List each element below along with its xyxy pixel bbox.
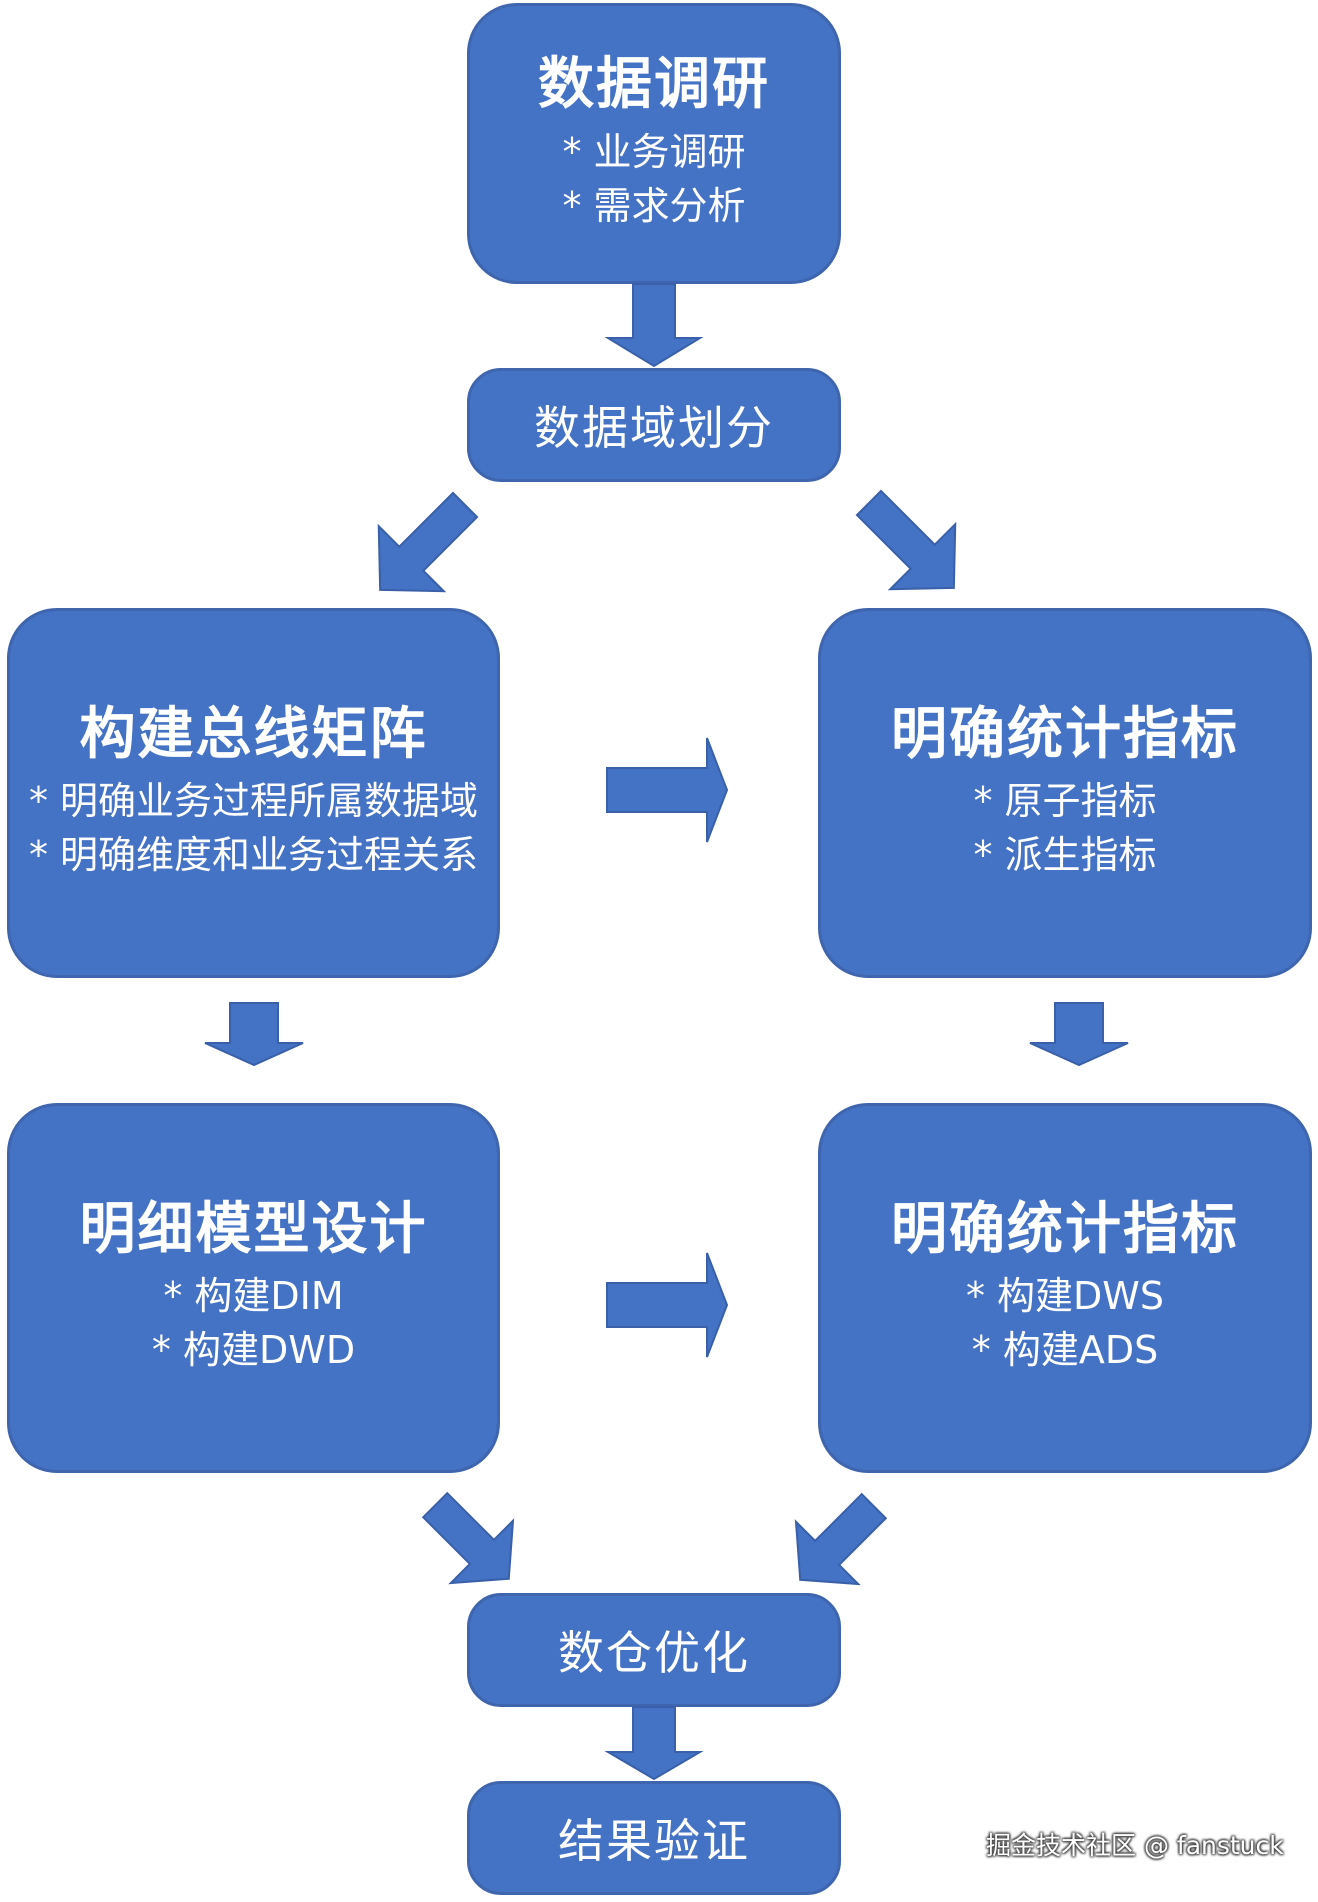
node-item: * 构建DWD xyxy=(151,1328,356,1373)
node-data-domain: 数据域划分 xyxy=(467,368,841,482)
node-item: * 需求分析 xyxy=(562,183,746,228)
node-title: 明确统计指标 xyxy=(891,1196,1239,1262)
arrow-down-research-domain xyxy=(604,283,704,368)
node-metrics-build: 明确统计指标 * 构建DWS * 构建ADS xyxy=(818,1103,1312,1473)
node-title: 构建总线矩阵 xyxy=(79,701,428,767)
node-item: * 派生指标 xyxy=(973,833,1157,878)
arrow-right-detail-metrics-build xyxy=(606,1252,729,1358)
node-item: * 业务调研 xyxy=(562,129,746,174)
arrow-metrics-build-to-optimize xyxy=(794,1492,888,1586)
node-item: * 构建DWS xyxy=(965,1274,1165,1319)
arrow-down-bus-matrix-detail xyxy=(204,1002,304,1067)
node-result-verify: 结果验证 xyxy=(467,1781,841,1895)
node-item: * 明确维度和业务过程关系 xyxy=(28,833,479,878)
node-item: * 构建DIM xyxy=(163,1274,344,1319)
node-metrics: 明确统计指标 * 原子指标 * 派生指标 xyxy=(818,608,1312,978)
node-dw-optimize: 数仓优化 xyxy=(467,1593,841,1707)
node-detail-model: 明细模型设计 * 构建DIM * 构建DWD xyxy=(7,1103,500,1473)
node-title: 明确统计指标 xyxy=(891,701,1239,767)
node-item: * 构建ADS xyxy=(971,1328,1159,1373)
node-bus-matrix: 构建总线矩阵 * 明确业务过程所属数据域 * 明确维度和业务过程关系 xyxy=(7,608,500,978)
node-data-research: 数据调研 * 业务调研 * 需求分析 xyxy=(467,3,841,284)
node-label: 数据域划分 xyxy=(534,401,774,455)
node-item: * 原子指标 xyxy=(973,779,1157,824)
watermark: 掘金技术社区 @ fanstuck xyxy=(986,1831,1284,1860)
arrow-down-optimize-verify xyxy=(604,1706,704,1781)
node-title: 数据调研 xyxy=(538,52,770,118)
arrow-domain-to-bus-matrix xyxy=(377,491,479,593)
arrow-down-metrics-build xyxy=(1029,1002,1129,1067)
arrow-domain-to-metrics xyxy=(855,489,957,591)
arrow-detail-to-optimize xyxy=(421,1491,515,1585)
node-item: * 明确业务过程所属数据域 xyxy=(28,779,479,824)
node-label: 结果验证 xyxy=(558,1814,750,1868)
arrow-right-bus-matrix-metrics xyxy=(606,737,729,843)
node-title: 明细模型设计 xyxy=(79,1196,428,1262)
node-label: 数仓优化 xyxy=(558,1626,750,1680)
